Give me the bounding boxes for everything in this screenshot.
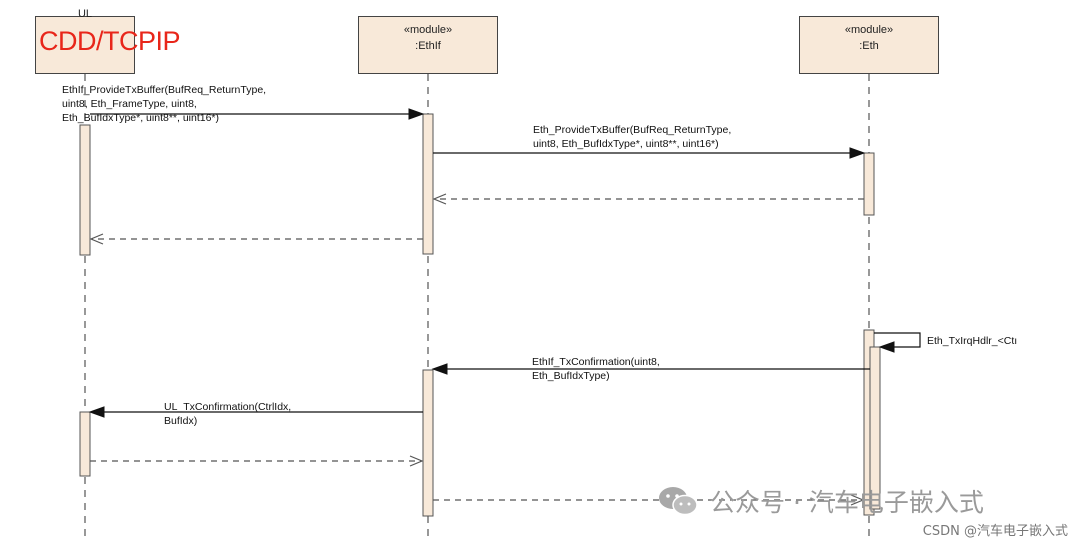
participant-ethif: «module» :EthIf (358, 16, 498, 74)
m3-arrowhead (878, 341, 895, 353)
m2-return-head (432, 193, 447, 205)
m5-arrowhead (88, 406, 105, 418)
participant-ethif-name: :EthIf (415, 40, 441, 52)
m5-label: UL_TxConfirmation(CtrlIdx, BufIdx) (164, 401, 292, 427)
m1-return-head (89, 233, 104, 245)
participant-eth-stereotype: «module» (844, 24, 894, 36)
m5-return-head (409, 455, 424, 467)
ul-activation-1 (79, 124, 91, 256)
m3-self-call (874, 332, 921, 348)
m4-arrowhead (431, 363, 448, 375)
m4-return-head (850, 494, 865, 506)
participant-eth: «module» :Eth (799, 16, 939, 74)
overlay-title: CDD/TCPIP (39, 26, 181, 56)
m1-label: EthIf_ProvideTxBuffer(BufReq_ReturnType,… (62, 84, 267, 124)
ethif-activation-2 (422, 369, 434, 517)
participant-ethif-stereotype: «module» (403, 24, 453, 36)
eth-activation-2-nested (869, 346, 881, 510)
participant-eth-name: :Eth (859, 40, 879, 52)
m3-label: Eth_TxIrqHdlr_<Ctı (927, 335, 1018, 347)
m2-arrowhead (849, 147, 866, 159)
m2-label: Eth_ProvideTxBuffer(BufReq_ReturnType, u… (533, 124, 732, 150)
m1-arrowhead (408, 108, 425, 120)
m4-label: EthIf_TxConfirmation(uint8, Eth_BufIdxTy… (532, 356, 660, 382)
participant-ul-name: UL (77, 8, 93, 20)
participant-ul: UL (35, 8, 135, 74)
ethif-activation-1 (422, 113, 434, 255)
watermark-text: 公众号 · 汽车电子嵌入式 (710, 488, 984, 517)
csdn-credit: CSDN @汽车电子嵌入式 (922, 524, 1068, 539)
watermark: 公众号 · 汽车电子嵌入式 (656, 483, 984, 519)
wechat-icon (659, 487, 698, 516)
eth-activation-1 (863, 152, 875, 216)
ul-activation-2 (79, 411, 91, 477)
